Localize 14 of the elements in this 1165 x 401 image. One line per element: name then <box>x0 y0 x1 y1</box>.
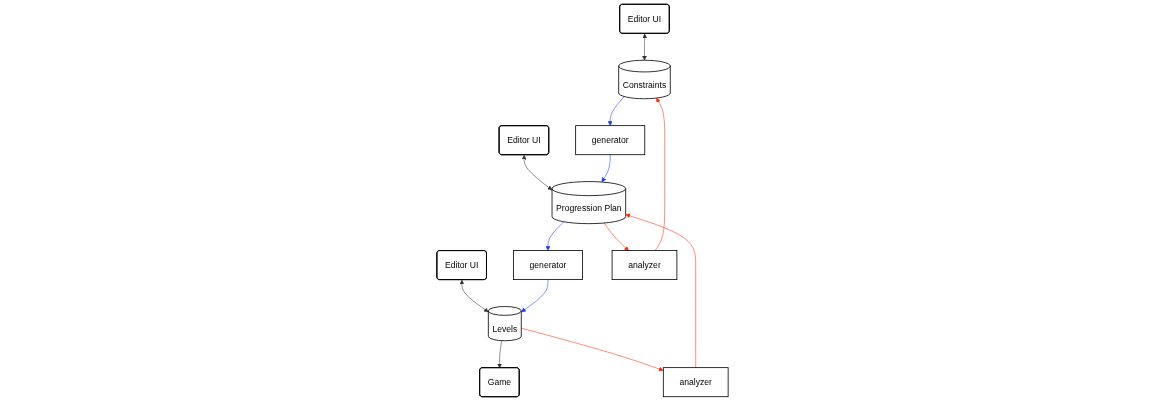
rounded-box: Editor UI <box>619 3 670 34</box>
arrow <box>642 33 648 61</box>
arrow <box>521 154 553 191</box>
database-cylinder: Progression Plan <box>551 181 627 225</box>
rounded-box: Editor UI <box>436 250 487 280</box>
arrow <box>459 279 489 313</box>
database-cylinder: Constraints <box>618 59 671 100</box>
rounded-box: Game <box>479 367 520 398</box>
process-box: generator <box>575 125 646 156</box>
process-box: analyzer <box>611 250 678 280</box>
rounded-box: Editor UI <box>498 125 550 156</box>
process-box: generator <box>513 250 583 280</box>
database-cylinder: Levels <box>487 306 522 342</box>
process-box: analyzer <box>662 367 729 398</box>
